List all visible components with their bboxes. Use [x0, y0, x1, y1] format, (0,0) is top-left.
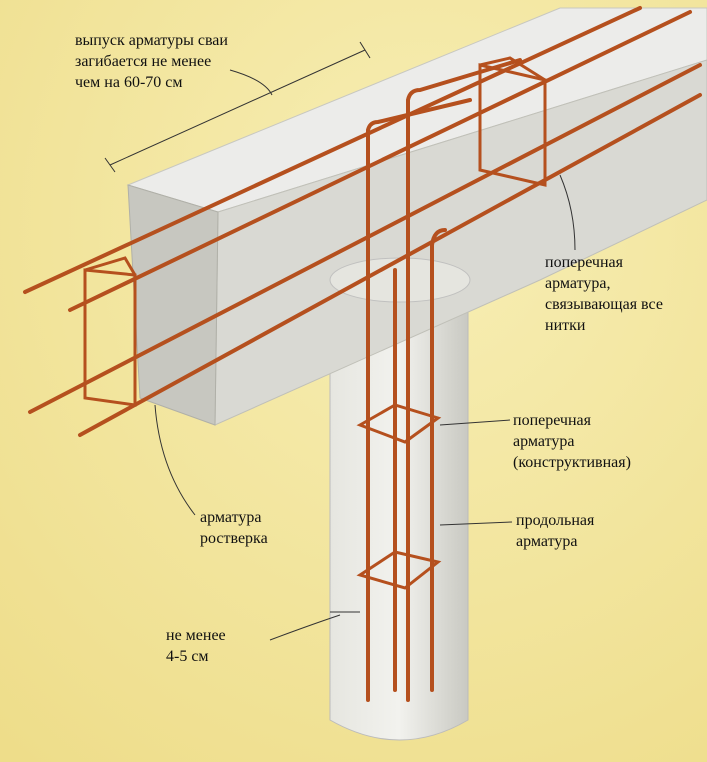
- label-transverse-structural: поперечная арматура (конструктивная): [513, 410, 631, 473]
- label-line: поперечная: [513, 412, 591, 429]
- label-line: 4-5 см: [166, 648, 209, 665]
- label-line: (конструктивная): [513, 454, 631, 471]
- leader-lines: [104, 41, 576, 641]
- rebar-cage: [23, 6, 702, 702]
- label-transverse-binding: поперечная арматура, связывающая все нит…: [545, 252, 663, 336]
- label-line: загибается не менее: [75, 53, 212, 70]
- label-rebar-release: выпуск арматуры сваи загибается не менее…: [75, 30, 228, 93]
- label-line: поперечная: [545, 254, 623, 271]
- label-line: продольная: [516, 512, 595, 529]
- label-cover: не менее 4-5 см: [166, 625, 226, 667]
- label-line: арматура: [513, 433, 575, 450]
- label-line: арматура,: [545, 275, 611, 292]
- label-line: выпуск арматуры сваи: [75, 32, 228, 49]
- label-line: связывающая все: [545, 296, 663, 313]
- rebar-pile-release: [366, 98, 472, 702]
- label-line: не менее: [166, 627, 226, 644]
- label-line: нитки: [545, 317, 586, 334]
- label-line: арматура: [516, 533, 578, 550]
- label-longitudinal: продольная арматура: [516, 510, 594, 552]
- label-line: ростверка: [200, 530, 268, 547]
- label-grillage-rebar: арматура ростверка: [200, 507, 268, 549]
- label-line: чем на 60-70 см: [75, 74, 183, 91]
- rebar-grillage: [23, 6, 642, 294]
- label-line: арматура: [200, 509, 262, 526]
